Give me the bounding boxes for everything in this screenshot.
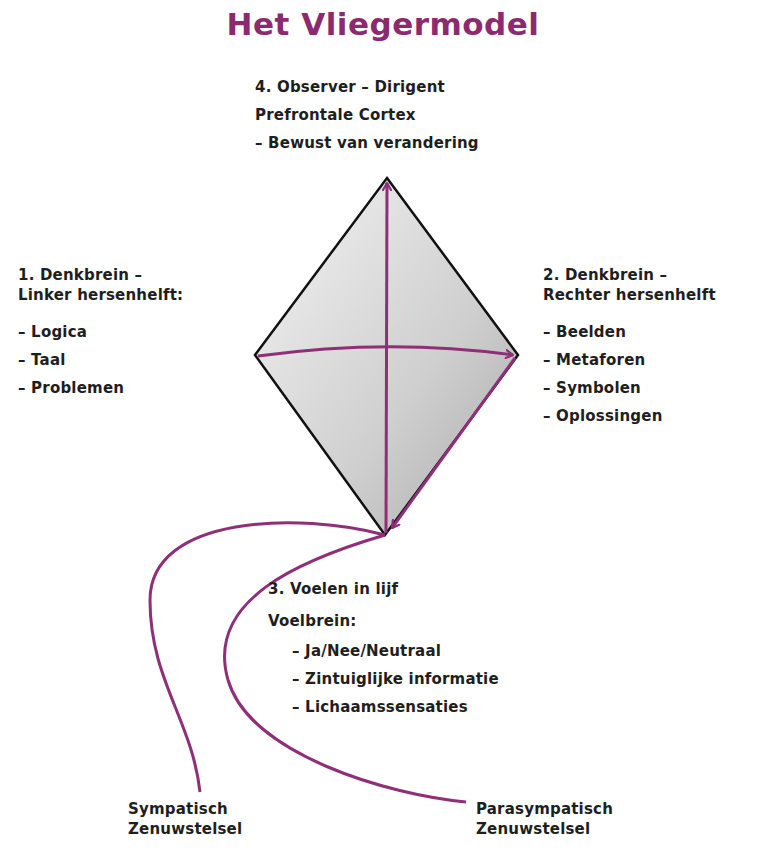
section-heading: 1. Denkbrein – Linker hersenhelft: [18, 266, 190, 305]
kite-body [255, 178, 518, 535]
horizontal-arrow [258, 347, 513, 356]
section-heading: 2. Denkbrein – Rechter hersenhelft [543, 266, 721, 305]
list-item: – Symbolen [543, 379, 641, 399]
tail-label: Parasympatisch Zenuwstelsel [476, 800, 641, 839]
list-item: – Bewust van verandering [255, 134, 479, 154]
section-heading: 3. Voelen in lijf [268, 580, 398, 600]
list-item: – Taal [18, 351, 66, 371]
list-item: – Metaforen [543, 351, 645, 371]
section-heading: Prefrontale Cortex [255, 106, 416, 126]
list-item: – Ja/Nee/Neutraal [292, 642, 441, 662]
list-item: – Lichaamssensaties [292, 698, 468, 718]
kite-tail [225, 535, 466, 802]
list-item: – Logica [18, 323, 87, 343]
section-heading: 4. Observer – Dirigent [255, 78, 445, 98]
section-heading: Voelbrein: [268, 612, 357, 632]
diagonal-arrow [392, 358, 515, 528]
vertical-arrow [386, 183, 387, 533]
list-item: – Oplossingen [543, 407, 663, 427]
tail-label: Sympatisch Zenuwstelsel [128, 800, 268, 839]
list-item: – Zintuiglijke informatie [292, 670, 499, 690]
list-item: – Problemen [18, 379, 124, 399]
list-item: – Beelden [543, 323, 626, 343]
diagram-title: Het Vliegermodel [0, 6, 766, 42]
